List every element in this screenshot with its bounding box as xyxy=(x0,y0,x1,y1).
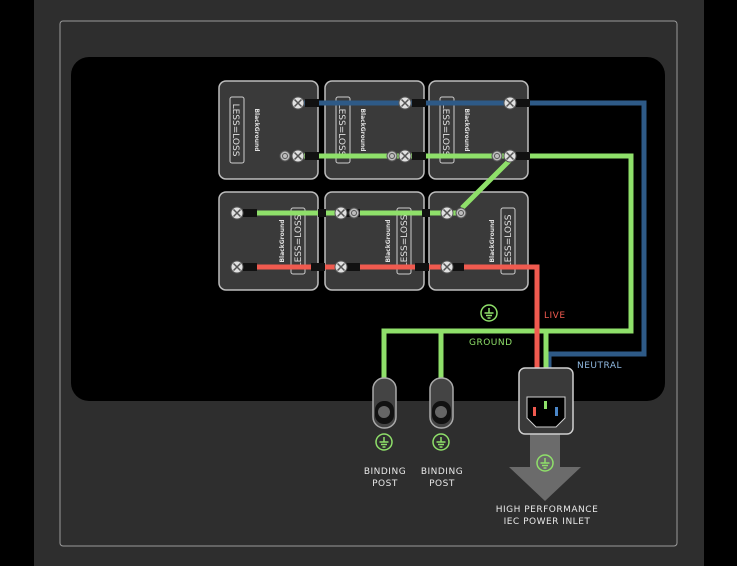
binding-post-2-ground-icon xyxy=(432,433,450,451)
live-label: LIVE xyxy=(544,311,566,321)
binding-post-1-label-line1: BINDING xyxy=(364,467,406,477)
module-6-brand: BlackGround xyxy=(489,219,496,262)
binding-post-2-label-line1: BINDING xyxy=(421,467,463,477)
module-4-logo: LESS=LOSS xyxy=(294,214,304,267)
iec-ground-icon xyxy=(536,454,554,472)
module-5-brand: BlackGround xyxy=(385,219,392,262)
module-5-logo: LESS=LOSS xyxy=(400,214,410,267)
module-2: LESS=LOSS BlackGround xyxy=(324,80,425,180)
module-1-brand: BlackGround xyxy=(253,108,260,151)
module-4-brand: BlackGround xyxy=(279,219,286,262)
module-1: LESS=LOSS BlackGround xyxy=(218,80,319,180)
iec-label-line2: IEC POWER INLET xyxy=(504,517,591,527)
iec-arrow xyxy=(509,432,581,501)
module-3-brand: BlackGround xyxy=(463,108,470,151)
iec-label-line1: HIGH PERFORMANCE xyxy=(496,505,599,515)
module-3: LESS=LOSS BlackGround xyxy=(428,80,529,180)
binding-post-2 xyxy=(429,377,454,429)
module-2-logo: LESS=LOSS xyxy=(336,104,346,157)
binding-post-1-label-line2: POST xyxy=(372,479,398,489)
ground-symbol-icon xyxy=(480,304,498,322)
neutral-label: NEUTRAL xyxy=(577,361,622,371)
module-6-logo: LESS=LOSS xyxy=(504,214,514,267)
iec-power-inlet xyxy=(518,367,574,435)
module-2-brand: BlackGround xyxy=(359,108,366,151)
ground-label: GROUND xyxy=(469,338,513,348)
module-4: LESS=LOSS BlackGround xyxy=(218,191,319,291)
module-6: LESS=LOSS BlackGround xyxy=(428,191,529,291)
binding-post-1 xyxy=(372,377,397,429)
module-1-logo: LESS=LOSS xyxy=(230,104,240,157)
binding-post-2-label-line2: POST xyxy=(429,479,455,489)
module-3-logo: LESS=LOSS xyxy=(440,104,450,157)
binding-post-1-ground-icon xyxy=(375,433,393,451)
panel-frame xyxy=(59,20,678,547)
